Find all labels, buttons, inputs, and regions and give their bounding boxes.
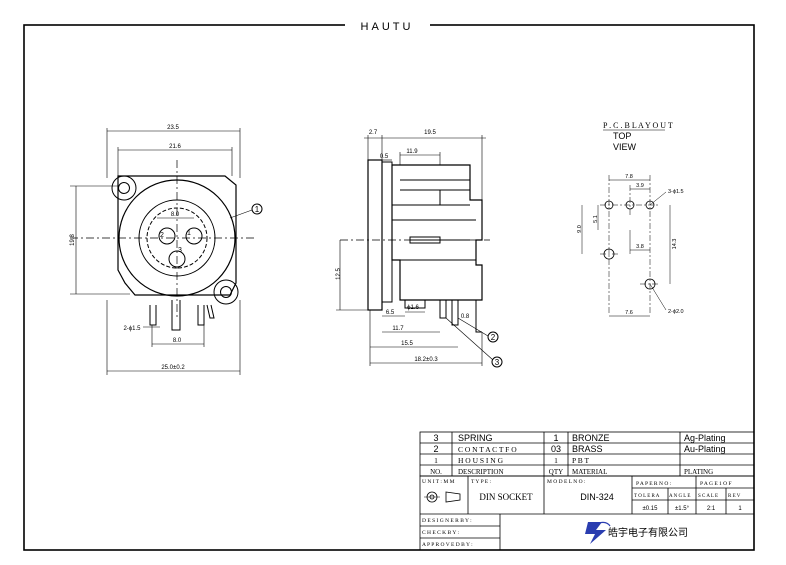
callout-3: 3 <box>495 358 500 367</box>
dim-side-d: 0.5 <box>380 154 389 160</box>
scale-value: 2:1 <box>707 506 716 512</box>
bom-header-no: NO. <box>430 468 442 476</box>
pcb-dim-i: 2-ϕ2.0 <box>668 309 684 315</box>
toler-label: T O L E R A <box>634 494 660 499</box>
approved-label: A P P R O V E D B Y : <box>422 542 473 548</box>
bom-row-desc: SPRING <box>458 433 493 443</box>
bom-row-qty: 03 <box>551 444 561 454</box>
bom-row-desc: C O N T A C T F O <box>458 445 517 454</box>
bom-row-material: BRONZE <box>572 433 610 443</box>
type-label: T Y P E : <box>471 479 492 485</box>
pcb-dim-a: 7.8 <box>625 174 633 180</box>
bom-row-no: 2 <box>433 444 438 454</box>
pcb-title: P . C . B L A Y O U T <box>603 121 673 130</box>
bom-header-desc: DESCRIPTION <box>458 468 504 476</box>
scale-label: S C A L E <box>698 494 718 499</box>
callout-1: 1 <box>255 205 260 214</box>
side-view-labels: 2.7 19.5 11.9 0.5 12.5 6.5 11.7 15.5 18.… <box>336 130 500 367</box>
dim-side-p2: 11.7 <box>392 326 404 332</box>
pin-label-2: 2 <box>160 232 164 239</box>
front-view <box>70 128 263 375</box>
bom-header-plating: PLATING <box>684 468 713 476</box>
pcb-dim-h: 7.6 <box>625 310 633 316</box>
bom-row-material: BRASS <box>572 444 603 454</box>
bom-row-plating: Au-Plating <box>684 444 726 454</box>
dim-side-h: 12.5 <box>336 268 342 280</box>
pcb-dim-d: 5.1 <box>593 215 599 223</box>
dim-front-w-inner: 21.6 <box>169 144 181 150</box>
side-view <box>336 135 503 368</box>
model-label: M O D E L N O : <box>547 479 586 485</box>
pcb-dim-e: 9.0 <box>577 225 583 233</box>
dim-front-mount: 2-ϕ1.5 <box>123 326 141 332</box>
dim-side-q2: 0.8 <box>461 314 470 320</box>
pcb-dim-f: 3.8 <box>636 244 644 250</box>
dim-front-bottom-pin: 8.0 <box>173 338 182 344</box>
unit-label: U N I T : M M <box>422 479 455 485</box>
paper-label: P A P E R N O : <box>636 481 672 487</box>
pcb-labels: 7.8 3.9 3-ϕ1.5 5.1 9.0 3.8 14.3 7.6 2-ϕ2… <box>577 174 684 316</box>
front-view-labels: 23.5 21.6 8.0 19.8 2-ϕ1.5 8.0 25.0±0.2 1… <box>70 125 260 371</box>
dim-front-base: 25.0±0.2 <box>161 365 185 371</box>
pcb-sub-view: VIEW <box>613 142 637 152</box>
brand-title: HAUTU <box>361 21 414 33</box>
dim-front-pin-span: 8.0 <box>171 212 180 218</box>
angle-label: A N G L E <box>669 494 690 499</box>
pcb-sub-top: TOP <box>613 131 631 141</box>
title-block-labels: U N I T : M M T Y P E : DIN SOCKET M O D… <box>422 479 742 548</box>
toler-value: ±0.15 <box>643 506 659 512</box>
dim-front-height: 19.8 <box>70 234 76 246</box>
bom-row-no: 1 <box>434 456 438 465</box>
callout-2: 2 <box>491 333 496 342</box>
dim-side-p1: 6.5 <box>386 310 395 316</box>
pcb-dim-c: 3-ϕ1.5 <box>668 189 684 195</box>
dim-side-a: 2.7 <box>369 130 378 136</box>
pcb-dim-b: 3.9 <box>636 183 644 189</box>
bom-rows: 3 SPRING 1 BRONZE Ag-Plating 2 C O N T A… <box>430 433 725 476</box>
sheet-border <box>23 24 755 551</box>
check-label: C H E C K B Y : <box>422 530 459 536</box>
bom-row-qty: 1 <box>554 456 558 465</box>
pin-label-1: 1 <box>187 230 191 237</box>
bom-header-material: MATERIAL <box>572 468 607 476</box>
dim-side-q1: ϕ1.6 <box>407 305 419 311</box>
header-mask <box>345 18 430 32</box>
bom-row-plating: Ag-Plating <box>684 433 726 443</box>
dim-side-c: 11.9 <box>406 149 418 155</box>
rev-value: 1 <box>738 506 742 512</box>
pcb-layout: P . C . B L A Y O U T TOP VIEW <box>603 121 673 152</box>
bom-row-material: P B T <box>572 456 590 465</box>
dim-side-p4: 18.2±0.3 <box>414 357 438 363</box>
bom-table <box>419 431 755 477</box>
pcb-dim-g: 14.3 <box>672 239 678 250</box>
bom-row-no: 3 <box>433 433 438 443</box>
model-value: DIN-324 <box>580 492 614 502</box>
pcb-drawing <box>581 175 671 317</box>
bom-header-qty: QTY <box>549 468 563 476</box>
rev-label: R E V <box>728 494 741 499</box>
dim-side-b: 19.5 <box>424 130 436 136</box>
company-name: 皓宇电子有限公司 <box>608 526 688 539</box>
title-block <box>419 475 755 551</box>
bom-row-qty: 1 <box>553 433 558 443</box>
designer-label: D E S I G N E R B Y : <box>422 518 472 524</box>
dim-front-w-outer: 23.5 <box>167 125 179 131</box>
company-logo-icon <box>585 521 611 544</box>
type-value: DIN SOCKET <box>479 492 533 502</box>
dim-side-p3: 15.5 <box>401 341 413 347</box>
pin-label-3: 3 <box>178 247 182 254</box>
page-label: P A G E 1 O F <box>700 481 732 487</box>
angle-value: ±1.5° <box>675 506 690 512</box>
bom-row-desc: H O U S I N G <box>458 456 504 465</box>
